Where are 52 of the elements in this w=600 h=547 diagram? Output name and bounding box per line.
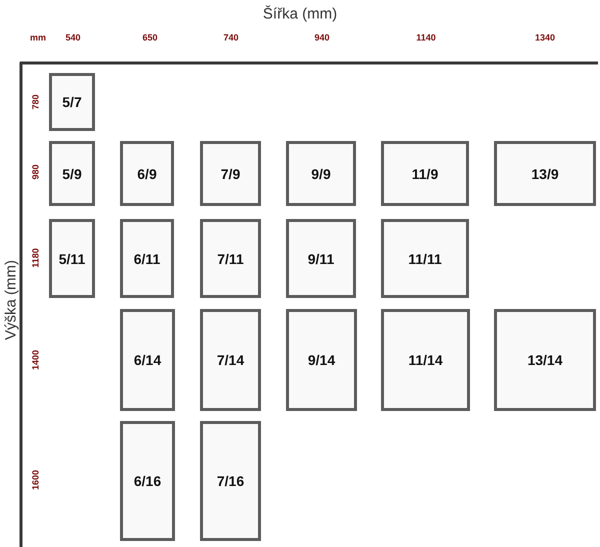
- window-size-box: [286, 141, 356, 206]
- size-label: 6/9: [137, 166, 157, 182]
- window-size-box: [200, 421, 261, 541]
- window-size-box: [120, 219, 174, 298]
- window-size-box: [286, 309, 357, 411]
- width-value: 650: [142, 34, 158, 42]
- size-label: 5/9: [62, 166, 82, 182]
- height-value: 1400: [32, 350, 40, 370]
- size-label: 11/11: [408, 250, 442, 266]
- window-size-box: [200, 219, 261, 298]
- window-size-box: [381, 219, 469, 298]
- axis-title: Výška (mm): [4, 260, 18, 340]
- height-value: 1600: [32, 470, 40, 490]
- window-size-box: [494, 309, 596, 411]
- window-size-box: [494, 141, 596, 206]
- size-label: 5/7: [62, 94, 82, 110]
- size-label: 7/11: [217, 250, 244, 266]
- size-label: 6/11: [134, 250, 160, 266]
- size-label: 9/14: [308, 352, 336, 368]
- window-size-box: [381, 309, 470, 411]
- height-value: 1180: [32, 248, 40, 268]
- window-size-box: [120, 421, 175, 541]
- size-label: 13/9: [531, 166, 559, 182]
- window-size-box: [120, 309, 175, 411]
- size-label: 13/14: [527, 352, 563, 368]
- window-size-box: [120, 141, 174, 206]
- window-size-box: [200, 141, 261, 206]
- window-size-box: [381, 141, 469, 206]
- size-label: 7/14: [216, 352, 244, 368]
- height-value: 780: [32, 94, 40, 110]
- size-label: 9/11: [308, 250, 334, 266]
- axis-title: Šířka (mm): [262, 6, 338, 22]
- size-label: 11/9: [412, 166, 438, 182]
- width-value: 1340: [534, 34, 556, 42]
- size-label: 7/16: [216, 473, 244, 489]
- size-label: 6/14: [134, 352, 162, 368]
- window-size-box: [49, 73, 95, 131]
- window-size-box: [286, 219, 356, 298]
- width-value: 540: [65, 34, 81, 42]
- width-value: 1140: [416, 34, 436, 42]
- window-size-box: [49, 141, 95, 206]
- size-label: 6/16: [134, 473, 162, 489]
- window-size-box: [49, 219, 95, 298]
- size-label: 11/14: [408, 352, 443, 368]
- size-label: 7/9: [220, 166, 240, 182]
- window-size-box: [200, 309, 261, 411]
- size-label: 9/9: [311, 166, 331, 182]
- height-value: 980: [32, 164, 40, 180]
- size-label: 5/11: [58, 250, 86, 266]
- width-value: 740: [223, 34, 239, 42]
- unit-label: mm: [30, 34, 46, 42]
- width-value: 940: [314, 34, 330, 42]
